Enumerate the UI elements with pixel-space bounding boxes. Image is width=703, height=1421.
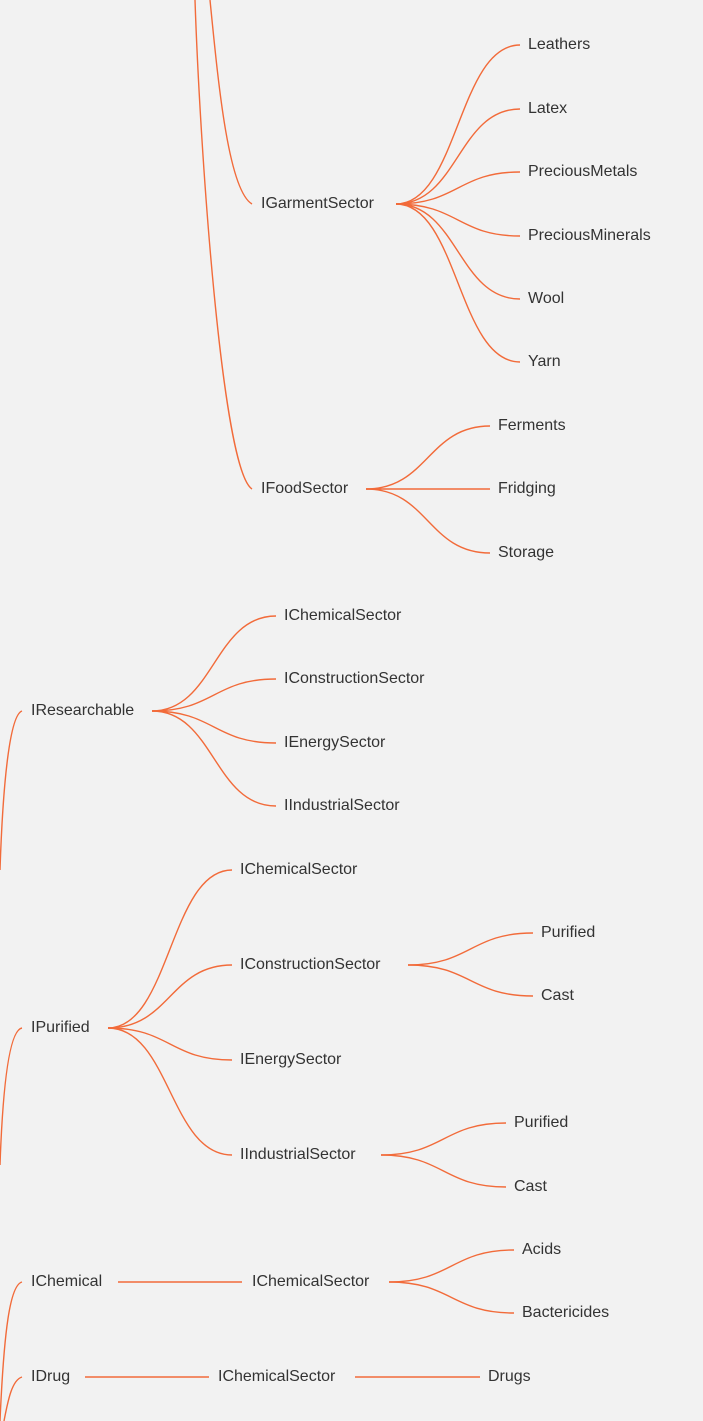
root-to-drug xyxy=(3,1376,23,1421)
node-iresearchable[interactable]: IResearchable xyxy=(31,702,135,719)
researchable-branch xyxy=(151,710,277,807)
root-to-researchable xyxy=(0,710,23,871)
node-wool[interactable]: Wool xyxy=(528,290,565,307)
chemical-sector-branch xyxy=(388,1281,515,1314)
node-researchable-iconstructionsector[interactable]: IConstructionSector xyxy=(284,670,425,687)
trunk-to-food xyxy=(194,0,253,490)
node-acids[interactable]: Acids xyxy=(522,1241,562,1258)
node-construction-cast[interactable]: Cast xyxy=(541,987,574,1004)
node-storage[interactable]: Storage xyxy=(498,544,555,561)
node-latex[interactable]: Latex xyxy=(528,100,568,117)
garment-branch xyxy=(395,203,521,237)
node-chemical-ichemicalsector[interactable]: IChemicalSector xyxy=(252,1273,370,1290)
node-ichemical[interactable]: IChemical xyxy=(31,1273,103,1290)
garment-branch xyxy=(395,44,521,205)
node-purified-ienergysector[interactable]: IEnergySector xyxy=(240,1051,342,1068)
industrial-branch xyxy=(380,1154,507,1188)
node-purified-iconstructionsector[interactable]: IConstructionSector xyxy=(240,956,381,973)
node-purified-iindustrialsector[interactable]: IIndustrialSector xyxy=(240,1146,356,1163)
purified-branch xyxy=(107,869,233,1029)
researchable-branch xyxy=(151,615,277,712)
purified-branch xyxy=(107,964,233,1029)
node-igarmentsector[interactable]: IGarmentSector xyxy=(261,195,374,212)
root-to-chemical xyxy=(0,1281,23,1421)
node-ipurified[interactable]: IPurified xyxy=(31,1019,90,1036)
node-construction-purified[interactable]: Purified xyxy=(541,924,596,941)
node-idrug[interactable]: IDrug xyxy=(31,1368,71,1385)
researchable-branch xyxy=(151,710,277,744)
node-industrial-purified[interactable]: Purified xyxy=(514,1114,569,1131)
researchable-branch xyxy=(151,678,277,712)
node-bactericides[interactable]: Bactericides xyxy=(522,1304,610,1321)
node-researchable-iindustrialsector[interactable]: IIndustrialSector xyxy=(284,797,400,814)
node-drug-ichemicalsector[interactable]: IChemicalSector xyxy=(218,1368,336,1385)
node-yarn[interactable]: Yarn xyxy=(528,353,561,370)
node-industrial-cast[interactable]: Cast xyxy=(514,1178,547,1195)
node-researchable-ichemicalsector[interactable]: IChemicalSector xyxy=(284,607,402,624)
industrial-branch xyxy=(380,1122,507,1156)
chemical-sector-branch xyxy=(388,1249,515,1283)
node-fridging[interactable]: Fridging xyxy=(498,480,556,497)
node-ferments[interactable]: Ferments xyxy=(498,417,566,434)
root-to-purified xyxy=(0,1027,23,1166)
garment-branch xyxy=(395,108,521,205)
node-preciousminerals[interactable]: PreciousMinerals xyxy=(528,227,651,244)
purified-branch xyxy=(107,1027,233,1061)
purified-branch xyxy=(107,1027,233,1156)
construction-branch xyxy=(407,932,534,966)
garment-branch xyxy=(395,203,521,300)
node-researchable-ienergysector[interactable]: IEnergySector xyxy=(284,734,386,751)
construction-branch xyxy=(407,964,534,997)
food-branch xyxy=(365,425,491,490)
garment-branch xyxy=(395,171,521,205)
trunk-to-garment xyxy=(209,0,253,205)
node-purified-ichemicalsector[interactable]: IChemicalSector xyxy=(240,861,358,878)
food-branch xyxy=(365,488,491,554)
node-drugs[interactable]: Drugs xyxy=(488,1368,531,1385)
node-preciousmetals[interactable]: PreciousMetals xyxy=(528,163,638,180)
node-ifoodsector[interactable]: IFoodSector xyxy=(261,480,349,497)
node-leathers[interactable]: Leathers xyxy=(528,36,591,53)
garment-branch xyxy=(395,203,521,363)
